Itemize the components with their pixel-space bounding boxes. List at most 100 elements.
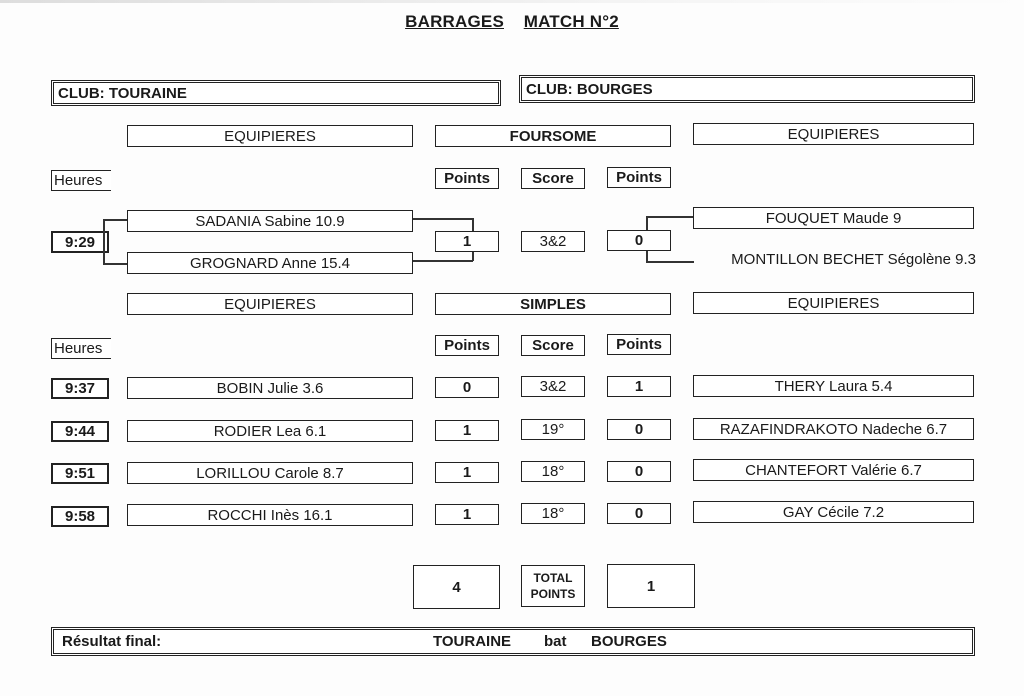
simples-left-player: BOBIN Julie 3.6 [127, 377, 413, 399]
foursome-right-points: 0 [607, 230, 671, 251]
score-label: Score [532, 337, 574, 354]
bracket-mid-top [413, 218, 473, 220]
time-value: 9:51 [64, 465, 96, 482]
title-part2: MATCH N°2 [523, 12, 619, 31]
club-right: CLUB: BOURGES [519, 75, 975, 103]
player-name: SADANIA Sabine 10.9 [195, 212, 345, 230]
points-label: Points [444, 337, 490, 354]
final-result-winner: TOURAINE [433, 633, 512, 650]
simples-right-points: 1 [607, 376, 671, 397]
player-name: GROGNARD Anne 15.4 [189, 254, 351, 272]
total-right-value: 1 [646, 577, 656, 595]
foursome-right-player-1: FOUQUET Maude 9 [693, 207, 974, 229]
final-result-verb: bat [544, 633, 567, 650]
simples-time: 9:37 [51, 378, 109, 399]
player-name: BOBIN Julie 3.6 [216, 379, 324, 397]
foursome-left-header: EQUIPIERES [127, 125, 413, 147]
points-value: 1 [462, 233, 472, 250]
simples-score: 19° [521, 419, 585, 440]
simples-right-player: RAZAFINDRAKOTO Nadeche 6.7 [693, 418, 974, 440]
simples-time: 9:44 [51, 421, 109, 442]
bracket-mid-bottom [413, 260, 473, 262]
total-left: 4 [413, 565, 500, 609]
bracket-mid-bottom-v [472, 250, 474, 261]
foursome-left-player-2: GROGNARD Anne 15.4 [127, 252, 413, 274]
total-label-line1: TOTAL [533, 571, 573, 585]
points-value: 1 [462, 506, 472, 523]
time-value: 9:58 [64, 508, 96, 525]
bracket-left-vertical [103, 219, 105, 264]
points-label: Points [444, 170, 490, 187]
final-result-loser: BOURGES [591, 633, 667, 650]
score-value: 19° [541, 421, 565, 438]
score-value: 18° [541, 505, 565, 522]
simples-score: 18° [521, 461, 585, 482]
simples-section-header: SIMPLES [435, 293, 671, 315]
score-value: 18° [541, 463, 565, 480]
bracket-right-bottom-v [646, 250, 648, 262]
simples-right-header-label: EQUIPIERES [787, 294, 880, 312]
player-name: ROCCHI Inès 16.1 [207, 506, 333, 524]
foursome-points-left-label: Points [435, 168, 499, 189]
simples-points-left-label: Points [435, 335, 499, 356]
time-value: 9:37 [64, 380, 96, 397]
points-value: 1 [462, 464, 472, 481]
simples-left-points: 0 [435, 377, 499, 398]
simples-left-header-label: EQUIPIERES [224, 295, 316, 313]
final-result-label: Résultat final: [62, 633, 162, 650]
foursome-right-player-2: MONTILLON BECHET Ségolène 9.3 [693, 251, 976, 271]
points-value: 0 [634, 232, 644, 249]
final-result-bar: Résultat final: TOURAINE bat BOURGES [51, 627, 975, 656]
foursome-time: 9:29 [51, 231, 109, 253]
total-left-value: 4 [452, 578, 461, 596]
bracket-right-top-v [646, 216, 648, 230]
simples-left-player: ROCCHI Inès 16.1 [127, 504, 413, 526]
player-name: CHANTEFORT Valérie 6.7 [745, 461, 922, 479]
score-value: 3&2 [539, 233, 567, 250]
simples-left-player: LORILLOU Carole 8.7 [127, 462, 413, 484]
simples-left-points: 1 [435, 420, 499, 441]
foursome-points-right-label: Points [607, 167, 671, 188]
points-value: 0 [634, 421, 644, 438]
simples-right-player: GAY Cécile 7.2 [693, 501, 974, 523]
foursome-section-header: FOURSOME [435, 125, 671, 147]
club-left: CLUB: TOURAINE [51, 80, 501, 106]
simples-time: 9:51 [51, 463, 109, 484]
player-name: RODIER Lea 6.1 [213, 422, 327, 440]
simples-left-points: 1 [435, 462, 499, 483]
points-label: Points [616, 336, 662, 353]
simples-right-player: THERY Laura 5.4 [693, 375, 974, 397]
player-name: GAY Cécile 7.2 [782, 503, 885, 521]
total-right: 1 [607, 564, 695, 608]
score-label: Score [532, 170, 574, 187]
foursome-heures-label: Heures [51, 170, 111, 191]
simples-score-label: Score [521, 335, 585, 356]
total-points-label: TOTAL POINTS [521, 565, 585, 607]
club-right-label: CLUB: BOURGES [526, 80, 653, 98]
simples-section-label: SIMPLES [520, 295, 586, 313]
simples-right-header: EQUIPIERES [693, 292, 974, 314]
player-name: THERY Laura 5.4 [774, 377, 893, 395]
time-value: 9:29 [64, 233, 96, 251]
score-value: 3&2 [539, 378, 567, 395]
simples-left-player: RODIER Lea 6.1 [127, 420, 413, 442]
foursome-right-header-label: EQUIPIERES [787, 125, 880, 143]
simples-right-points: 0 [607, 419, 671, 440]
points-value: 1 [634, 378, 644, 395]
player-name: FOUQUET Maude 9 [765, 209, 902, 227]
scan-streak [0, 0, 1024, 3]
time-value: 9:44 [64, 423, 96, 440]
player-name: LORILLOU Carole 8.7 [196, 464, 344, 482]
title-part1: BARRAGES [405, 12, 504, 31]
simples-right-player: CHANTEFORT Valérie 6.7 [693, 459, 974, 481]
bracket-left-top [103, 219, 127, 221]
simples-left-header: EQUIPIERES [127, 293, 413, 315]
simples-score: 3&2 [521, 376, 585, 397]
simples-right-points: 0 [607, 461, 671, 482]
bracket-mid-top-v [472, 218, 474, 231]
points-value: 0 [634, 505, 644, 522]
total-label-line2: POINTS [530, 587, 576, 601]
simples-score: 18° [521, 503, 585, 524]
simples-points-right-label: Points [607, 334, 671, 355]
club-left-label: CLUB: TOURAINE [58, 84, 187, 102]
